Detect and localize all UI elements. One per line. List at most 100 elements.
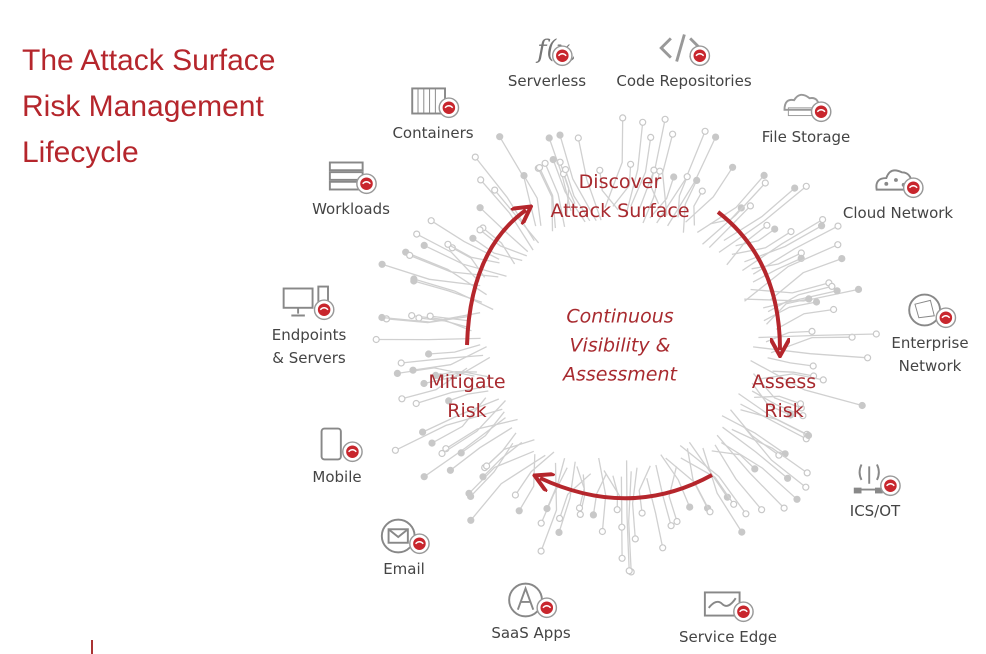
circuit-trace <box>744 244 839 302</box>
circuit-trace <box>523 175 542 226</box>
circuit-trace <box>720 442 798 500</box>
circuit-trace <box>688 441 728 498</box>
circuit-trace <box>668 466 678 522</box>
circuit-node <box>444 240 452 248</box>
node-mobile: Mobile <box>310 424 364 489</box>
circuit-trace <box>775 308 834 330</box>
circuit-trace <box>612 475 619 510</box>
circuit-trace <box>740 409 809 437</box>
node-saas-apps: SaaS Apps <box>491 580 571 645</box>
circuit-node <box>763 221 771 229</box>
circuit-node <box>556 131 564 139</box>
circuit-trace <box>558 461 576 533</box>
node-endpoints-servers: Endpoints& Servers <box>271 282 347 370</box>
circuit-node <box>693 176 701 184</box>
circuit-node <box>445 397 453 405</box>
circuit-trace <box>714 444 763 511</box>
circuit-node <box>412 399 420 408</box>
shield-badge-icon <box>438 97 459 119</box>
shield-badge-icon <box>409 533 430 555</box>
shield-badge-icon <box>733 601 754 623</box>
stage-discover-attack-surface: Discover Attack Surface <box>550 168 689 226</box>
circuit-trace <box>480 179 534 251</box>
circuit-trace <box>472 237 523 262</box>
circuit-node <box>730 500 738 508</box>
circuit-trace <box>376 337 481 341</box>
circuit-node <box>511 491 520 499</box>
circuit-node <box>796 400 805 408</box>
circuit-node <box>406 251 414 259</box>
circuit-trace <box>685 166 734 223</box>
circuit-node <box>698 187 706 195</box>
circuit-trace <box>642 171 661 224</box>
circuit-trace <box>479 229 528 257</box>
circuit-node <box>477 176 485 184</box>
circuit-trace <box>752 257 802 283</box>
circuit-node <box>639 118 647 126</box>
desktop-icon <box>282 285 335 321</box>
circuit-trace <box>750 282 830 294</box>
circuit-trace <box>744 288 859 302</box>
circuit-trace <box>558 473 592 519</box>
stage-label: Risk <box>764 400 804 422</box>
circuit-trace <box>538 167 557 229</box>
stage-assess-risk: Assess Risk <box>752 368 816 426</box>
circuit-node <box>701 127 709 135</box>
circuit-trace <box>753 373 802 409</box>
circuit-trace <box>649 176 675 219</box>
circuit-node <box>409 366 417 374</box>
circuit-node <box>549 156 557 164</box>
circuit-trace <box>514 451 555 496</box>
circuit-trace <box>731 428 808 474</box>
circuit-node <box>378 260 386 268</box>
circuit-node <box>425 350 433 358</box>
circuit-pattern <box>372 114 880 576</box>
circuit-node <box>541 159 549 167</box>
circuit-trace <box>381 312 481 323</box>
circuit-node <box>397 359 405 367</box>
circuit-trace <box>540 462 558 552</box>
circuit-node <box>834 241 842 249</box>
circuit-trace <box>759 373 824 381</box>
circuit-node <box>457 449 465 457</box>
circuit-trace <box>624 122 644 217</box>
node-code-repositories: Code Repositories <box>616 28 752 93</box>
circuit-node <box>780 504 788 512</box>
node-label: ICS/OT <box>849 502 901 520</box>
circuit-node <box>471 153 479 161</box>
circuit-node <box>413 230 421 238</box>
circuit-trace <box>702 447 743 533</box>
code-icon <box>658 34 710 67</box>
circuit-trace <box>742 425 807 488</box>
shield-badge-icon <box>935 307 956 329</box>
stage-label: Assess <box>751 371 817 393</box>
circuit-trace <box>552 159 586 223</box>
circuit-trace <box>682 180 698 233</box>
circuit-trace <box>468 450 535 494</box>
circuit-trace <box>625 460 630 571</box>
circuit-trace <box>679 444 747 515</box>
stage-label: Mitigate <box>428 371 506 393</box>
node-label: Enterprise <box>891 334 969 352</box>
email-icon <box>380 518 430 555</box>
circuit-node <box>537 547 545 555</box>
node-label: Cloud Network <box>842 204 954 222</box>
circuit-node <box>809 362 817 370</box>
node-label: Service Edge <box>679 628 777 646</box>
circuit-node <box>372 335 380 344</box>
circuit-node <box>742 510 750 518</box>
circuit-node <box>598 527 607 536</box>
node-label: Serverless <box>507 72 587 90</box>
circuit-trace <box>422 398 500 433</box>
circuit-trace <box>742 219 823 272</box>
node-label: Endpoints <box>271 326 347 344</box>
circuit-trace <box>431 397 487 444</box>
circuit-node <box>545 134 553 142</box>
circuit-trace <box>441 400 506 455</box>
circuit-trace <box>637 119 666 214</box>
circuit-node <box>761 179 769 187</box>
circuit-node <box>793 495 801 503</box>
circuit-node <box>391 446 399 454</box>
container-icon <box>410 87 459 119</box>
circuit-node <box>817 222 826 230</box>
